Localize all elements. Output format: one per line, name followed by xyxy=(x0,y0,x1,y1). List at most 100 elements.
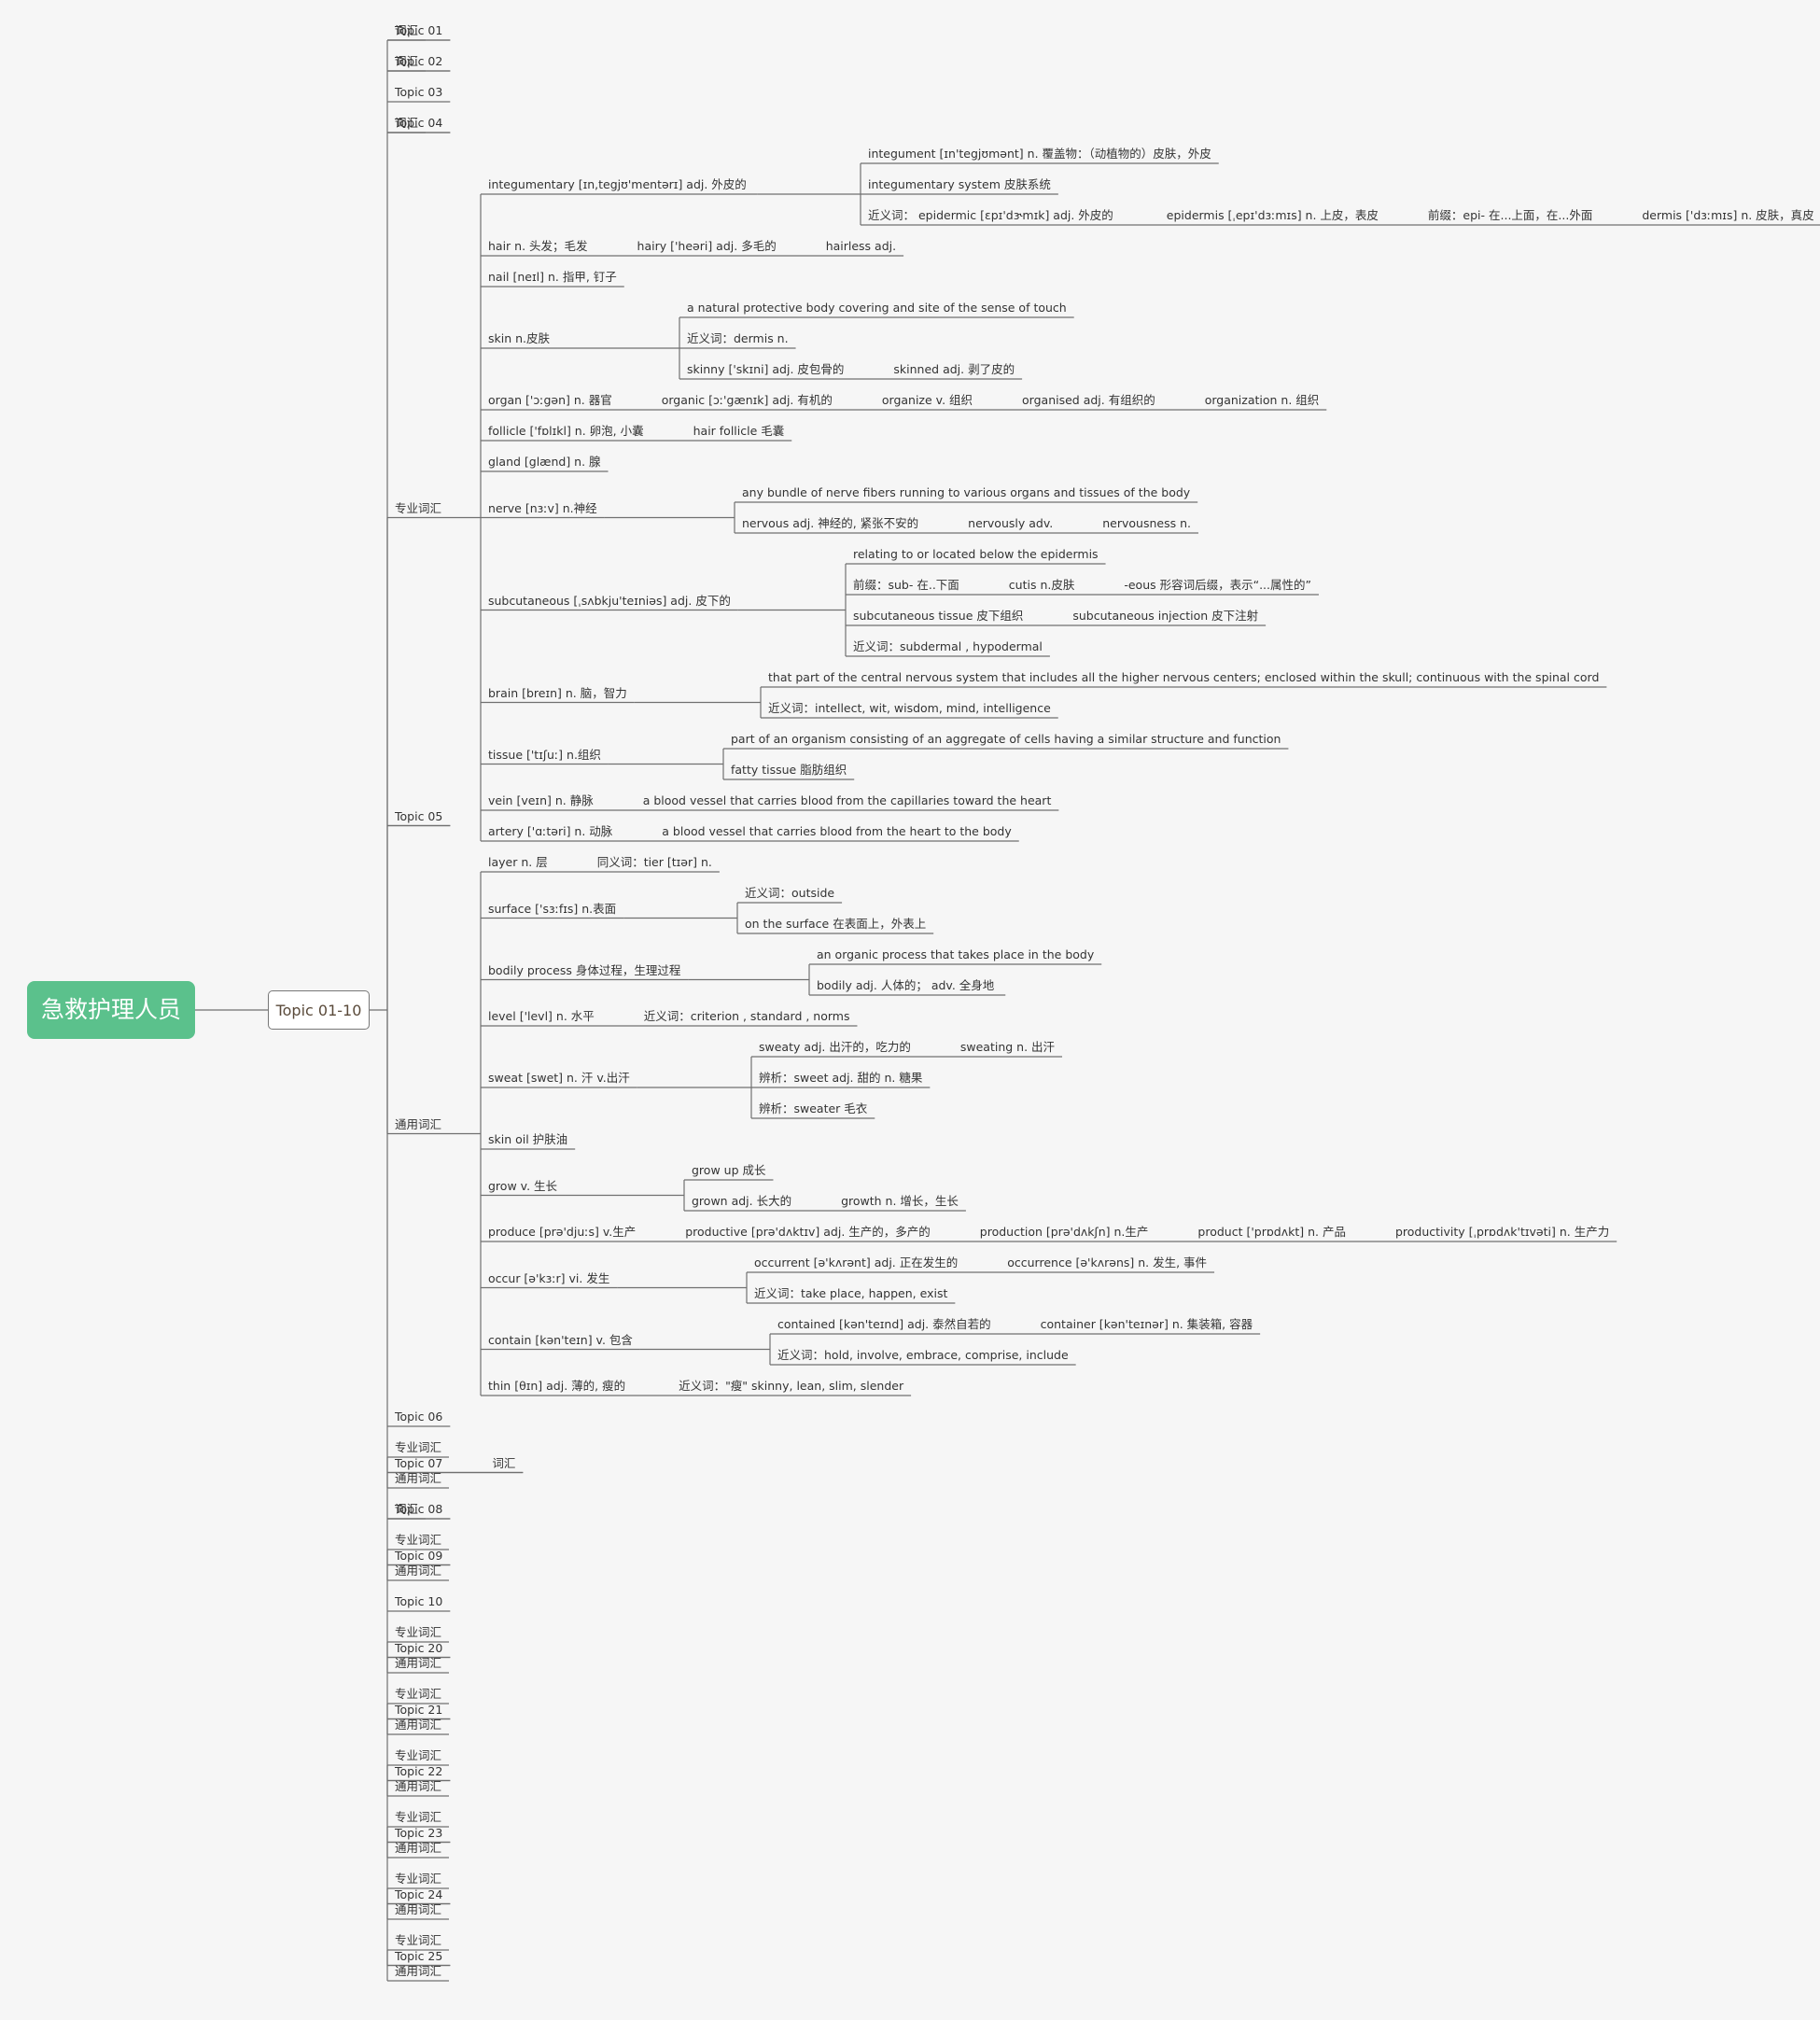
topic-4-child-0-child-3-child-1[interactable]: 近义词：dermis n. xyxy=(687,331,789,345)
topic-4-child-0-child-10-child-0[interactable]: part of an organism consisting of an agg… xyxy=(731,732,1281,746)
topic-0-child-0[interactable]: 词汇 xyxy=(395,23,419,37)
topic-4-child-1-child-3[interactable]: level ['levl] n. 水平 xyxy=(488,1009,595,1023)
topic-4-child-0-child-5[interactable]: follicle ['fɒlɪkl] n. 卵泡, 小囊 xyxy=(488,424,644,438)
topic-4-child-0-child-8-child-0[interactable]: relating to or located below the epiderm… xyxy=(853,547,1099,561)
topic-4-child-1-child-7-chain-3[interactable]: productivity [ˌprɒdʌk'tɪvəti] n. 生产力 xyxy=(1394,1225,1610,1239)
topic-4-child-1-child-8-child-0[interactable]: occurrent [ə'kʌrənt] adj. 正在发生的 xyxy=(754,1255,959,1270)
topic-13[interactable]: Topic 23 xyxy=(395,1825,443,1840)
topic-4-child-1[interactable]: 通用词汇 xyxy=(395,1116,442,1131)
topic-3-child-0[interactable]: 词汇 xyxy=(395,116,419,130)
topic-4-child-0-child-1[interactable]: hair n. 头发；毛发 xyxy=(488,239,588,253)
topic-8-child-1[interactable]: 通用词汇 xyxy=(395,1564,442,1578)
topic-10-child-0[interactable]: 专业词汇 xyxy=(395,1625,442,1639)
topic-4-child-1-child-7[interactable]: produce [prə'djuːs] v.生产 xyxy=(488,1225,637,1239)
topic-4-child-0-child-7-child-1-chain-0[interactable]: nervously adv. xyxy=(968,516,1054,530)
topic-5[interactable]: Topic 06 xyxy=(395,1410,443,1424)
topic-4-child-1-child-1-child-1[interactable]: on the surface 在表面上，外表上 xyxy=(745,917,927,931)
topic-6[interactable]: Topic 07 xyxy=(395,1455,443,1470)
topic-14[interactable]: Topic 24 xyxy=(395,1887,443,1901)
topic-4-child-0-child-0-child-2-chain-2[interactable]: dermis ['dɜːmɪs] n. 皮肤，真皮 xyxy=(1642,208,1814,222)
topic-4-child-0-child-7-child-0[interactable]: any bundle of nerve fibers running to va… xyxy=(742,485,1191,499)
topic-4-child-0-child-11-chain-0[interactable]: a blood vessel that carries blood from t… xyxy=(642,793,1052,807)
topic-4-child-1-child-10-chain-0[interactable]: 近义词："瘦" skinny, lean, slim, slender xyxy=(679,1379,904,1393)
topic-4-child-1-child-4-child-0[interactable]: sweaty adj. 出汗的，吃力的 xyxy=(759,1040,911,1054)
topic-4-child-0-child-9[interactable]: brain [breɪn] n. 脑，智力 xyxy=(488,685,627,700)
topic-4-child-0-child-4[interactable]: organ ['ɔːgən] n. 器官 xyxy=(488,393,612,407)
topic-4-child-0-child-1-chain-0[interactable]: hairy ['heəri] adj. 多毛的 xyxy=(637,239,777,253)
topic-4-child-1-child-6-child-1[interactable]: grown adj. 长大的 xyxy=(692,1194,792,1208)
topic-4-child-0-child-8-child-2[interactable]: subcutaneous tissue 皮下组织 xyxy=(853,609,1024,623)
topic-1[interactable]: Topic 02 xyxy=(395,54,443,68)
topic-4-child-0-child-8-child-1-chain-1[interactable]: -eous 形容词后缀，表示“...属性的” xyxy=(1124,578,1311,592)
topic-4-child-0-child-4-chain-3[interactable]: organization n. 组织 xyxy=(1204,393,1320,407)
topic-4-child-1-child-6[interactable]: grow v. 生长 xyxy=(488,1178,558,1193)
topic-4-child-1-child-4-child-1[interactable]: 辨析：sweet adj. 甜的 n. 糖果 xyxy=(759,1071,923,1085)
topic-4-child-0-child-0-child-2-chain-0[interactable]: epidermis [ˌepɪ'dɜːmɪs] n. 上皮，表皮 xyxy=(1166,208,1379,222)
topic-4-child-0-child-0[interactable]: integumentary [ɪn,tegjʊ'mentərɪ] adj. 外皮… xyxy=(488,177,747,191)
topic-6-child-1[interactable]: 通用词汇 xyxy=(395,1471,442,1485)
topic-4-child-0-child-7-child-1-chain-1[interactable]: nervousness n. xyxy=(1102,516,1191,530)
topic-6-chain-0[interactable]: 词汇 xyxy=(492,1455,516,1470)
topic-4-child-0[interactable]: 专业词汇 xyxy=(395,500,442,515)
topic-4-child-1-child-3-chain-0[interactable]: 近义词：criterion , standard , norms xyxy=(643,1009,850,1023)
topic-4-child-0-child-8-child-2-chain-0[interactable]: subcutaneous injection 皮下注射 xyxy=(1072,609,1259,623)
topic-4-child-0-child-8-child-1[interactable]: 前缀：sub- 在..下面 xyxy=(853,578,959,592)
topic-11-child-1[interactable]: 通用词汇 xyxy=(395,1718,442,1732)
topic-4-child-1-child-0[interactable]: layer n. 层 xyxy=(488,855,548,869)
topic-4-child-0-child-2[interactable]: nail [neɪl] n. 指甲, 钉子 xyxy=(488,270,617,284)
topic-7-child-0[interactable]: 词汇 xyxy=(395,1502,419,1516)
topic-4-child-0-child-5-chain-0[interactable]: hair follicle 毛囊 xyxy=(693,424,785,438)
topic-4-child-1-child-2[interactable]: bodily process 身体过程，生理过程 xyxy=(488,962,681,977)
topic-4-child-1-child-7-chain-0[interactable]: productive [prə'dʌktɪv] adj. 生产的，多产的 xyxy=(685,1225,931,1239)
topic-4-child-0-child-8[interactable]: subcutaneous [ˌsʌbkju'teɪniəs] adj. 皮下的 xyxy=(488,593,731,608)
topic-0[interactable]: Topic 01 xyxy=(395,23,443,37)
topic-11[interactable]: Topic 21 xyxy=(395,1702,443,1717)
topic-4-child-1-child-4-child-2[interactable]: 辨析：sweater 毛衣 xyxy=(759,1101,868,1115)
topic-4-child-0-child-1-chain-1[interactable]: hairless adj. xyxy=(825,239,897,253)
topic-4-child-0-child-3-child-2-chain-0[interactable]: skinned adj. 剥了皮的 xyxy=(893,362,1015,376)
topic-8-child-0[interactable]: 专业词汇 xyxy=(395,1533,442,1547)
topic-4-child-1-child-9-child-0[interactable]: contained [kən'teɪnd] adj. 泰然自若的 xyxy=(777,1317,991,1331)
topic-4-child-1-child-4-child-0-chain-0[interactable]: sweating n. 出汗 xyxy=(959,1040,1056,1054)
topic-4-child-1-child-8-child-0-chain-0[interactable]: occurrence [ə'kʌrəns] n. 发生, 事件 xyxy=(1007,1255,1208,1270)
topic-4-child-1-child-6-child-1-chain-0[interactable]: growth n. 增长，生长 xyxy=(841,1194,959,1208)
topic-15-child-0[interactable]: 专业词汇 xyxy=(395,1933,442,1947)
topic-15-child-1[interactable]: 通用词汇 xyxy=(395,1964,442,1978)
topic-4-child-1-child-7-chain-1[interactable]: production [prə'dʌkʃn] n.生产 xyxy=(979,1225,1149,1239)
topic-4-child-1-child-9-child-1[interactable]: 近义词：hold, involve, embrace, comprise, in… xyxy=(777,1348,1069,1362)
topic-4-child-0-child-0-child-0[interactable]: integument [ɪn'tegjʊmənt] n. 覆盖物：（动植物的）皮… xyxy=(868,147,1211,161)
topic-4-child-1-child-0-chain-0[interactable]: 同义词：tier [tɪər] n. xyxy=(596,855,712,869)
topic-4-child-1-child-9-child-0-chain-0[interactable]: container [kən'teɪnər] n. 集装箱, 容器 xyxy=(1040,1317,1253,1331)
topic-4-child-0-child-4-chain-2[interactable]: organised adj. 有组织的 xyxy=(1022,393,1155,407)
topic-14-child-1[interactable]: 通用词汇 xyxy=(395,1902,442,1916)
topic-4-child-0-child-11[interactable]: vein [veɪn] n. 静脉 xyxy=(488,793,594,807)
topic-4-child-0-child-0-child-1[interactable]: integumentary system 皮肤系统 xyxy=(868,177,1051,191)
topic-14-child-0[interactable]: 专业词汇 xyxy=(395,1872,442,1886)
topic-4-child-1-child-7-chain-2[interactable]: product ['prɒdʌkt] n. 产品 xyxy=(1197,1225,1346,1239)
topic-4-child-0-child-12[interactable]: artery ['ɑːtəri] n. 动脉 xyxy=(488,824,613,838)
topic-11-child-0[interactable]: 专业词汇 xyxy=(395,1687,442,1701)
topic-13-child-0[interactable]: 专业词汇 xyxy=(395,1810,442,1824)
topic-12-child-1[interactable]: 通用词汇 xyxy=(395,1779,442,1793)
topic-4-child-0-child-10-child-1[interactable]: fatty tissue 脂肪组织 xyxy=(731,763,847,777)
topic-4-child-1-child-1-child-0[interactable]: 近义词：outside xyxy=(745,886,835,900)
topic-9[interactable]: Topic 10 xyxy=(395,1594,443,1608)
topic-4-child-1-child-8[interactable]: occur [ə'kɜːr] vi. 发生 xyxy=(488,1270,610,1285)
topic-4-child-0-child-10[interactable]: tissue ['tɪʃuː] n.组织 xyxy=(488,747,601,762)
topic-4-child-0-child-8-child-3[interactable]: 近义词：subdermal , hypodermal xyxy=(853,639,1043,653)
topic-4-child-1-child-2-child-1[interactable]: bodily adj. 人体的； adv. 全身地 xyxy=(817,978,995,992)
topic-4-child-1-child-9[interactable]: contain [kən'teɪn] v. 包含 xyxy=(488,1332,633,1347)
topic-4-child-0-child-7-child-1[interactable]: nervous adj. 神经的, 紧张不安的 xyxy=(742,516,919,530)
topic-4-child-0-child-3-child-0[interactable]: a natural protective body covering and s… xyxy=(687,301,1067,315)
topic-15[interactable]: Topic 25 xyxy=(395,1948,443,1963)
topic-4-child-0-child-4-chain-1[interactable]: organize v. 组织 xyxy=(881,393,973,407)
topic-4-child-1-child-6-child-0[interactable]: grow up 成长 xyxy=(692,1163,766,1177)
topic-4-child-1-child-5[interactable]: skin oil 护肤油 xyxy=(488,1132,568,1146)
topic-4-child-1-child-1[interactable]: surface ['sɜːfɪs] n.表面 xyxy=(488,901,617,916)
topic-13-child-1[interactable]: 通用词汇 xyxy=(395,1841,442,1855)
topic-10-child-1[interactable]: 通用词汇 xyxy=(395,1656,442,1670)
topic-4-child-0-child-0-child-2[interactable]: 近义词： epidermic [ɛpɪ'dɝmɪk] adj. 外皮的 xyxy=(868,208,1113,222)
topic-6-child-0[interactable]: 专业词汇 xyxy=(395,1440,442,1454)
central-topic[interactable]: Topic 01-10 xyxy=(268,990,370,1030)
topic-4-child-0-child-3[interactable]: skin n.皮肤 xyxy=(488,331,551,345)
